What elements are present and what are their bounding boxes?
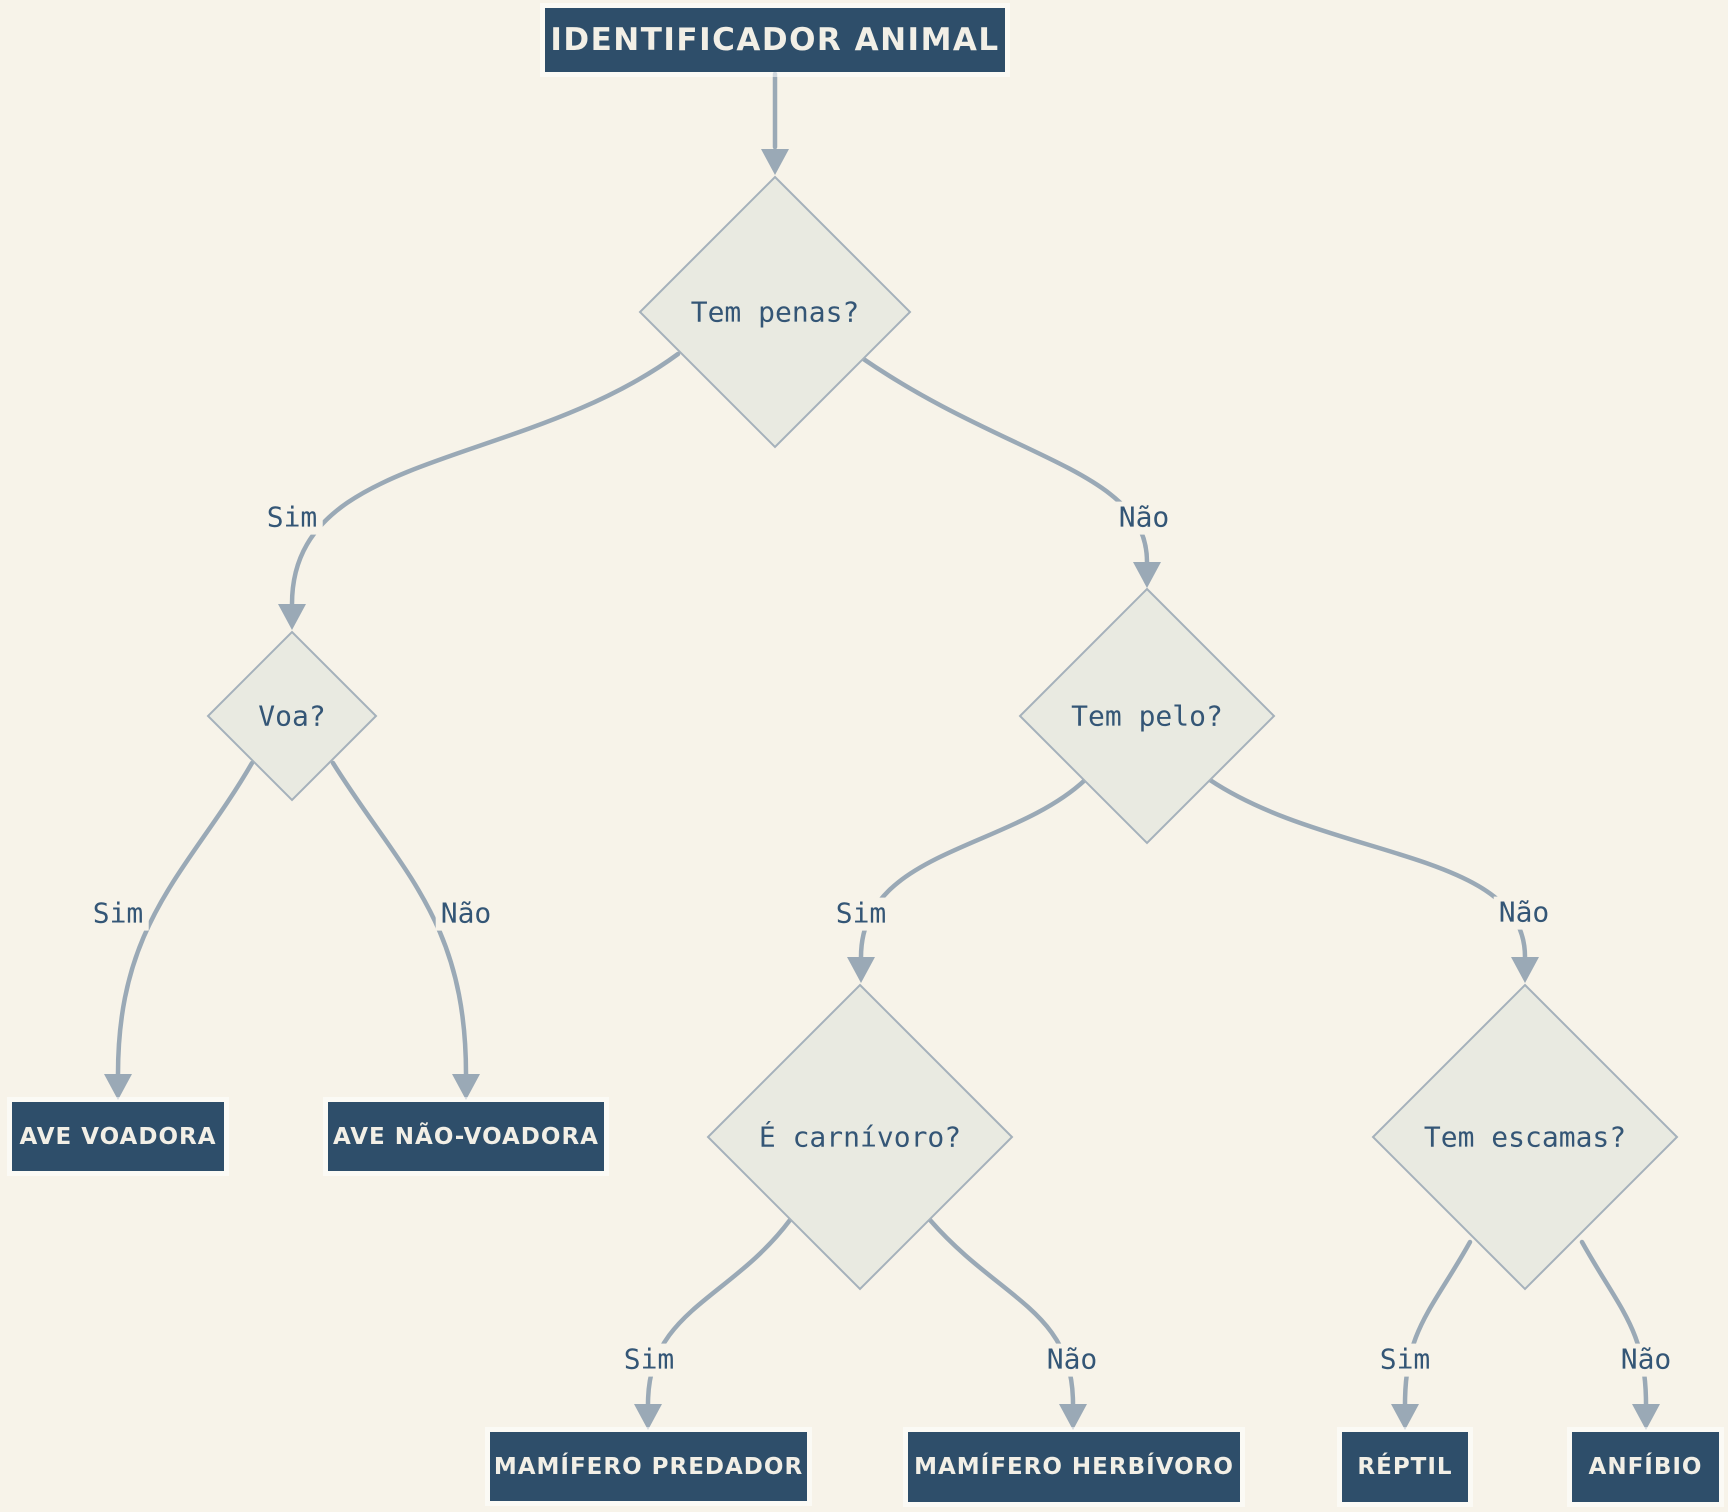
edge-voa-nao: [330, 760, 469, 1077]
edge-label-voa-nao: Não: [435, 897, 497, 931]
edge-voa-sim: [115, 760, 255, 1077]
arrowhead-escamas-sim: [1391, 1404, 1419, 1430]
diamond-tem-pelo: [1018, 587, 1276, 845]
question-label-tem-penas: Tem penas?: [690, 295, 860, 329]
arrowhead-title-to-penas: [761, 149, 789, 175]
edge-label-carnivoro-sim: Sim: [618, 1343, 680, 1377]
question-label-voa: Voa?: [258, 699, 326, 733]
edge-escamas-sim: [1402, 1239, 1473, 1407]
edge-pelo-sim: [858, 777, 1088, 960]
result-node-anfibio: ANFÍBIO: [1572, 1432, 1719, 1502]
result-node-reptil: RÉPTIL: [1342, 1432, 1468, 1502]
diamond-tem-escamas: [1371, 983, 1679, 1291]
diamond-e-carnivoro: [706, 983, 1014, 1291]
edge-label-penas-nao: Não: [1113, 501, 1175, 535]
edge-label-penas-sim: Sim: [261, 501, 323, 535]
arrowhead-pelo-sim: [847, 957, 875, 983]
edge-penas-nao: [859, 355, 1150, 565]
question-label-tem-escamas: Tem escamas?: [1423, 1120, 1627, 1154]
arrowhead-penas-sim: [278, 604, 306, 630]
edge-label-escamas-sim: Sim: [1374, 1343, 1436, 1377]
edge-label-pelo-nao: Não: [1493, 896, 1555, 930]
edge-escamas-nao: [1579, 1239, 1649, 1407]
edge-penas-sim: [289, 351, 681, 607]
result-node-mamifero-predador: MAMÍFERO PREDADOR: [490, 1432, 807, 1501]
edge-label-pelo-sim: Sim: [830, 897, 892, 931]
result-node-mamifero-herbivoro: MAMÍFERO HERBÍVORO: [908, 1432, 1240, 1502]
arrowhead-voa-nao: [452, 1074, 480, 1100]
result-node-ave-voadora: AVE VOADORA: [12, 1102, 224, 1171]
arrowhead-pelo-nao: [1511, 957, 1539, 983]
arrowhead-voa-sim: [104, 1074, 132, 1100]
title-node: IDENTIFICADOR ANIMAL: [545, 8, 1005, 72]
edge-label-voa-sim: Sim: [87, 897, 149, 931]
diamond-tem-penas: [638, 175, 912, 449]
result-node-ave-nao-voadora: AVE NÃO-VOADORA: [328, 1102, 604, 1171]
arrowhead-carnivoro-sim: [634, 1404, 662, 1430]
edge-label-carnivoro-nao: Não: [1041, 1343, 1103, 1377]
diamond-voa: [206, 630, 378, 802]
question-label-e-carnivoro: É carnívoro?: [758, 1120, 962, 1154]
edge-pelo-nao: [1207, 777, 1528, 960]
arrowhead-carnivoro-nao: [1059, 1404, 1087, 1430]
arrowhead-escamas-nao: [1632, 1404, 1660, 1430]
question-label-tem-pelo: Tem pelo?: [1071, 699, 1223, 733]
edge-label-escamas-nao: Não: [1615, 1343, 1677, 1377]
arrowhead-penas-nao: [1133, 562, 1161, 588]
